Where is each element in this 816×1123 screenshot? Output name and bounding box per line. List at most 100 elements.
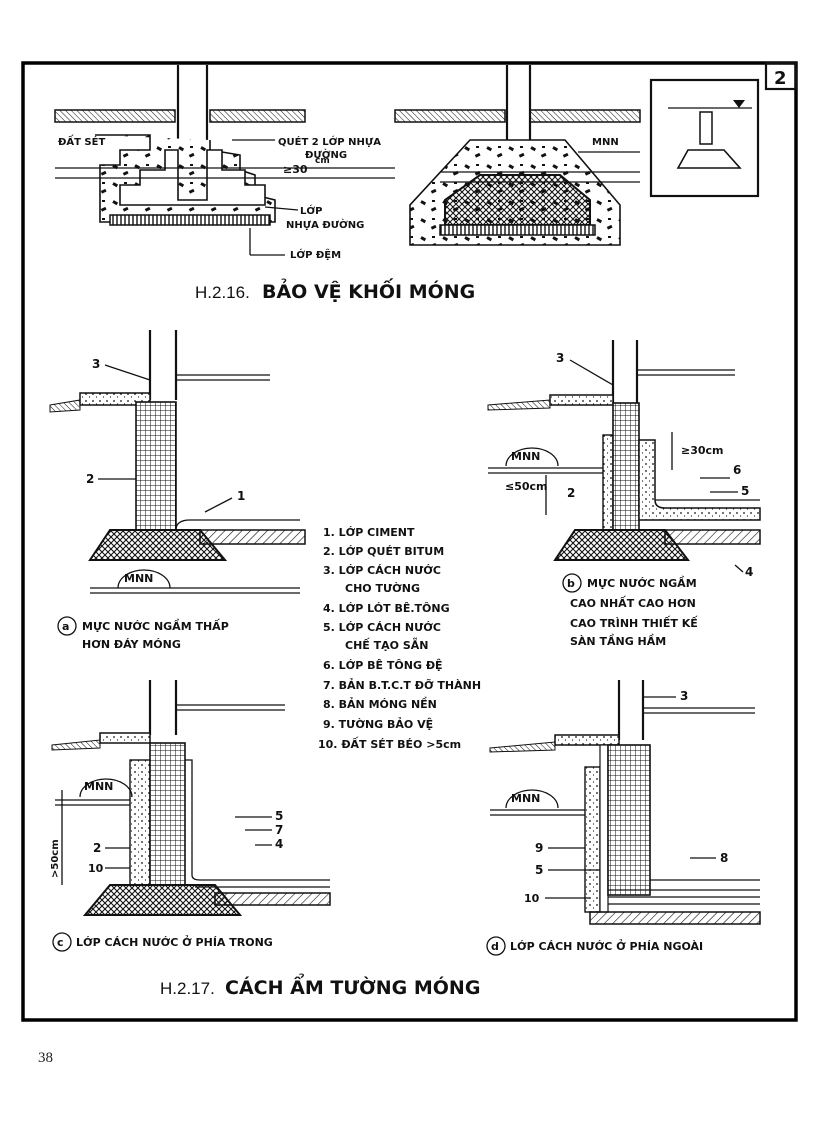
b-leader-4 — [734, 564, 744, 573]
d-letter-circle — [486, 936, 506, 956]
ground-band-left — [54, 109, 176, 123]
sheet-number: 2 — [774, 68, 787, 89]
a-membrane — [175, 519, 300, 531]
fig16-caption-prefix: H.2.16. — [195, 283, 250, 302]
a-mnn-arc — [117, 569, 171, 589]
c-mnn: MNN — [84, 780, 113, 793]
stepped-footing-left — [119, 149, 266, 206]
c-footing — [82, 884, 243, 916]
d-waterproof-layer — [599, 744, 609, 913]
c-num-4: 4 — [275, 837, 283, 851]
a-caption-1: MỰC NƯỚC NGẦM THẤP — [82, 618, 229, 633]
c-letter: c — [57, 936, 64, 949]
a-ground — [49, 399, 81, 413]
d-letter: d — [491, 940, 499, 953]
d-brick-wall — [607, 744, 651, 896]
label-30cm: ≥30 — [283, 163, 308, 176]
c-mnn-arc — [79, 778, 133, 798]
a-brick-wall — [135, 401, 177, 531]
c-brick-wall — [149, 742, 186, 886]
d-caption: LỚP CÁCH NƯỚC Ở PHÍA NGOÀI — [510, 939, 703, 953]
b-num-6: 6 — [733, 463, 741, 477]
a-num-2: 2 — [86, 472, 94, 486]
label-lop-dem: LỚP ĐỆM — [290, 248, 341, 261]
legend-5: 5. LỚP CÁCH NƯỚC — [323, 621, 441, 634]
d-num-3: 3 — [680, 689, 688, 703]
label-30cm-unit: cm — [315, 156, 330, 166]
d-mnn: MNN — [511, 792, 540, 805]
fig17-caption-title: CÁCH ẨM TƯỜNG MÓNG — [225, 973, 480, 999]
b-num-3: 3 — [556, 351, 564, 365]
figure-2-17-c: MNN >50cm 2 10 5 7 4 c LỚP CÁCH NƯỚC Ở P… — [50, 680, 331, 952]
d-num-8: 8 — [720, 851, 728, 865]
drawing-frame — [21, 61, 798, 1022]
a-num-3: 3 — [92, 357, 100, 371]
c-pavement — [99, 732, 151, 744]
c-membrane — [185, 759, 330, 881]
leader-lop-nhua — [264, 206, 299, 211]
legend: 1. LỚP CIMENT 2. LỚP QUÉT BITUM 3. LỚP C… — [318, 526, 481, 751]
inset-box — [649, 78, 760, 198]
legend-10: 10. ĐẤT SÉT BÉO >5cm — [318, 736, 461, 751]
a-mnn: MNN — [124, 572, 153, 585]
legend-4: 4. LỚP LÓT BÊ.TÔNG — [323, 602, 450, 615]
b-num-50: ≤50cm — [505, 480, 548, 493]
d-protect-wall — [584, 766, 601, 913]
fig16-caption-title: BẢO VỆ KHỐI MÓNG — [262, 277, 475, 303]
label-quet-bottom: ĐƯỜNG — [305, 148, 347, 161]
page-number: 38 — [38, 1050, 53, 1066]
d-floor-slab — [589, 911, 761, 925]
figure-2-17-b: MNN 3 ≥30cm 6 5 ≤50cm 2 4 b MỰC NƯỚC NGẦ… — [487, 340, 761, 648]
legend-5b: CHẾ TẠO SẴN — [345, 637, 428, 652]
legend-6: 6. LỚP BÊ TÔNG ĐỆ — [323, 659, 443, 672]
legend-9: 9. TƯỜNG BẢO VỆ — [323, 717, 433, 731]
a-num-1: 1 — [237, 489, 245, 503]
ground-band-left-2 — [209, 109, 306, 123]
b-caption-3: CAO TRÌNH THIẾT KẾ — [570, 615, 698, 630]
d-pavement — [554, 734, 620, 746]
label-lop: LỚP — [300, 204, 322, 217]
a-letter-circle — [57, 616, 77, 636]
label-nhua-duong: NHỰA ĐƯỜNG — [286, 218, 364, 231]
b-caption-4: SÀN TẦNG HẦM — [570, 634, 666, 648]
bed-layer-left — [109, 214, 271, 226]
c-num-50: >50cm — [50, 839, 61, 878]
a-leader-3 — [104, 364, 151, 381]
c-num-5: 5 — [275, 809, 283, 823]
label-dat-set: ĐẤT SÉT — [58, 133, 105, 148]
b-floor-slab — [664, 529, 761, 545]
a-letter: a — [62, 620, 69, 633]
b-num-4: 4 — [745, 565, 753, 579]
legend-3b: CHO TƯỜNG — [345, 582, 420, 595]
b-num-2: 2 — [567, 486, 575, 500]
c-floor-slab — [214, 892, 331, 906]
ground-band-right — [394, 109, 506, 123]
b-protect-wall — [602, 434, 614, 531]
c-letter-circle — [52, 932, 72, 952]
bed-layer-right — [439, 224, 596, 236]
legend-3: 3. LỚP CÁCH NƯỚC — [323, 564, 441, 577]
b-leader-3 — [569, 359, 614, 386]
b-ground — [487, 399, 551, 411]
b-num-30: ≥30cm — [681, 444, 724, 457]
b-mnn: MNN — [511, 450, 540, 463]
figure-2-16: ĐẤT SÉT QUÉT 2 LỚP NHỰA ĐƯỜNG ≥30 cm LỚP… — [54, 65, 760, 303]
c-ground — [51, 739, 101, 751]
a-floor-slab — [199, 529, 306, 545]
b-pavement — [549, 394, 614, 406]
c-num-2: 2 — [93, 841, 101, 855]
inset-footing — [676, 149, 742, 169]
b-mnn-arc — [505, 447, 559, 467]
legend-2: 2. LỚP QUÉT BITUM — [323, 545, 444, 558]
label-mnn: MNN — [592, 137, 619, 148]
a-pavement — [79, 392, 151, 406]
d-num-9: 9 — [535, 841, 543, 855]
legend-8: 8. BẢN MÓNG NỀN — [323, 697, 437, 711]
c-caption: LỚP CÁCH NƯỚC Ở PHÍA TRONG — [76, 935, 273, 949]
d-ground — [489, 741, 556, 753]
inset-water-marker — [733, 100, 745, 108]
b-brick-wall — [612, 402, 640, 531]
fig17-caption-prefix: H.2.17. — [160, 979, 215, 998]
b-caption-1: MỰC NƯỚC NGẦM — [587, 576, 697, 590]
